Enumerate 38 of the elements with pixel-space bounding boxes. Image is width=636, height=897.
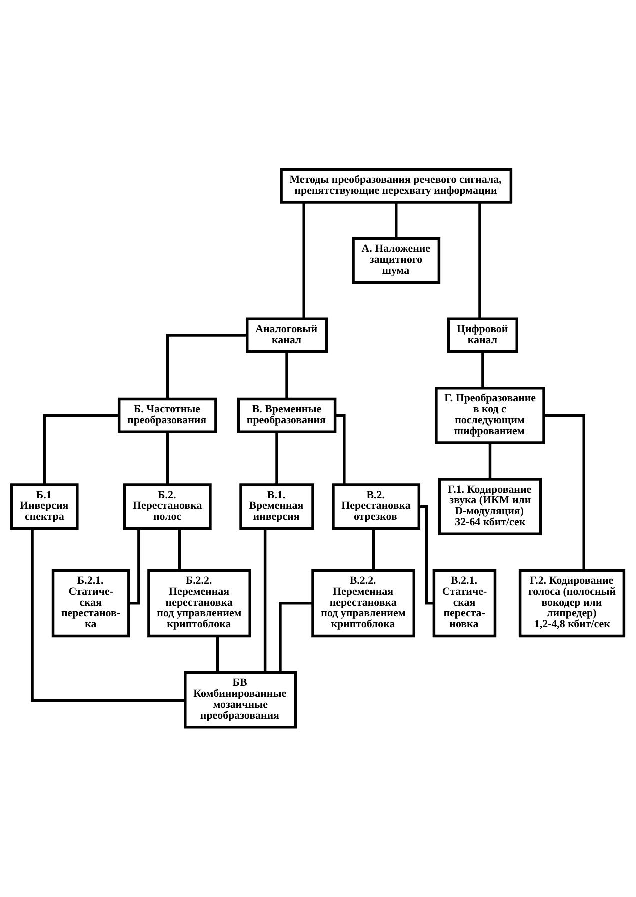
node-box: В.2. Перестановка отрезков (332, 484, 421, 530)
connector (478, 202, 482, 319)
connector (372, 528, 376, 571)
connector (276, 432, 278, 485)
connector (279, 602, 313, 673)
connector (302, 202, 306, 319)
node-box: В.2.1. Статиче- ская переста- новка (432, 569, 497, 638)
connector (31, 528, 186, 702)
node-box: Б.2.1. Статиче- ская перестанов- ка (52, 569, 130, 638)
node-box: А. Наложение защитного шума (352, 238, 441, 284)
connector (335, 414, 346, 485)
connector (178, 528, 182, 571)
node-box: Б.1 Инверсия спектра (10, 484, 79, 530)
node-box: Б.2. Перестановка полос (123, 484, 212, 530)
node-box: В.1. Временная инверсия (240, 484, 314, 530)
node-box: БВ Комбинированные мозаичные преобразования (184, 671, 298, 729)
connector (544, 414, 586, 570)
node-box: Г.1. Кодирование звука (ИКМ или D-модуляция) 32-64 кбит/сек (438, 478, 542, 536)
node-box: Г.2. Кодирование голоса (полосный вокодер или липредер) 1,2-4,8 кбит/сек (518, 569, 626, 638)
connector (264, 528, 267, 673)
node-box: Аналоговый канал (246, 318, 328, 354)
connector (129, 528, 140, 605)
node-box: Б. Частотные преобразования (118, 398, 218, 434)
node-box: Г. Преобразование в код с последующим шифрованием (435, 386, 546, 444)
connector (286, 352, 288, 400)
connector (482, 352, 484, 388)
node-box: Цифровой канал (447, 318, 518, 354)
connector (43, 414, 119, 485)
connector (166, 432, 169, 485)
connector (395, 202, 398, 239)
node-box: Методы преобразования речевого сигнала, препятствующие перехвату информации (280, 168, 513, 204)
connector (216, 636, 220, 673)
node-box: В.2.2. Переменная перестановка под управлением криптоблока (312, 569, 416, 638)
connector (488, 443, 492, 480)
node-box: В. Временные преобразования (237, 398, 337, 434)
connector (166, 334, 248, 400)
node-box: Б.2.2. Переменная перестановка под управлением криптоблока (148, 569, 252, 638)
connector (419, 505, 434, 605)
